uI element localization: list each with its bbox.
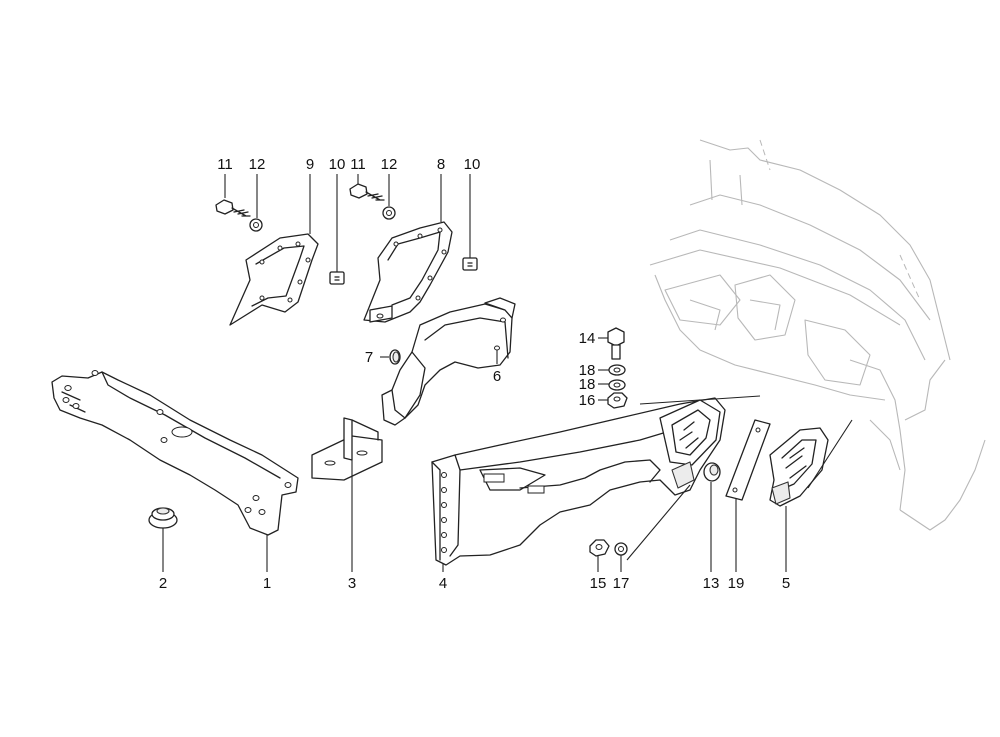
callout-4: 4 bbox=[439, 575, 447, 592]
gusset-part-8 bbox=[363, 221, 453, 323]
clip-part-10-left bbox=[329, 271, 345, 285]
callout-13: 13 bbox=[703, 575, 720, 592]
end-bracket-part-5 bbox=[769, 427, 829, 507]
callout-17: 17 bbox=[613, 575, 630, 592]
callout-12: 12 bbox=[249, 156, 266, 173]
callout-10: 10 bbox=[329, 156, 346, 173]
callout-5: 5 bbox=[782, 575, 790, 592]
bolt-part-14 bbox=[607, 327, 625, 360]
callout-2: 2 bbox=[159, 575, 167, 592]
callout-6: 6 bbox=[493, 368, 501, 385]
screw-part-11-left bbox=[215, 199, 251, 217]
screw-part-11-right bbox=[349, 183, 385, 201]
callout-7: 7 bbox=[365, 349, 373, 366]
duct-part-6 bbox=[381, 297, 516, 426]
callout-9: 9 bbox=[306, 156, 314, 173]
callout-1: 1 bbox=[263, 575, 271, 592]
callout-11: 11 bbox=[217, 156, 233, 173]
nut-part-16 bbox=[607, 392, 628, 409]
callout-18: 18 bbox=[579, 362, 596, 379]
callout-8: 8 bbox=[437, 156, 445, 173]
callout-18: 18 bbox=[579, 376, 596, 393]
washer-part-18-lower bbox=[608, 379, 626, 391]
grommet-part-2 bbox=[148, 507, 178, 529]
washer-part-18-upper bbox=[608, 364, 626, 376]
callout-11: 11 bbox=[350, 156, 366, 173]
clip-part-10-right bbox=[462, 257, 478, 271]
leader-lines bbox=[162, 174, 853, 572]
vehicle-body-background bbox=[649, 139, 986, 531]
cross-member-part-1 bbox=[51, 370, 299, 536]
bracket-part-3 bbox=[311, 417, 383, 481]
callout-labels: 11 12 9 10 11 12 8 10 7 6 14 18 18 16 2 … bbox=[159, 156, 790, 592]
washer-part-12-left bbox=[249, 218, 263, 232]
callout-3: 3 bbox=[348, 575, 356, 592]
nut-part-15 bbox=[589, 539, 610, 557]
washer-part-12-right bbox=[382, 206, 396, 220]
strip-part-19 bbox=[725, 419, 771, 501]
callout-14: 14 bbox=[579, 330, 596, 347]
bushing-part-7 bbox=[389, 349, 401, 365]
callout-19: 19 bbox=[728, 575, 745, 592]
callout-12: 12 bbox=[381, 156, 398, 173]
callout-16: 16 bbox=[579, 392, 596, 409]
side-member-part-4 bbox=[431, 397, 726, 566]
callout-10: 10 bbox=[464, 156, 481, 173]
gusset-part-9 bbox=[229, 233, 319, 326]
spacer-part-13 bbox=[703, 462, 721, 482]
washer-part-17 bbox=[614, 542, 628, 556]
callout-15: 15 bbox=[590, 575, 607, 592]
